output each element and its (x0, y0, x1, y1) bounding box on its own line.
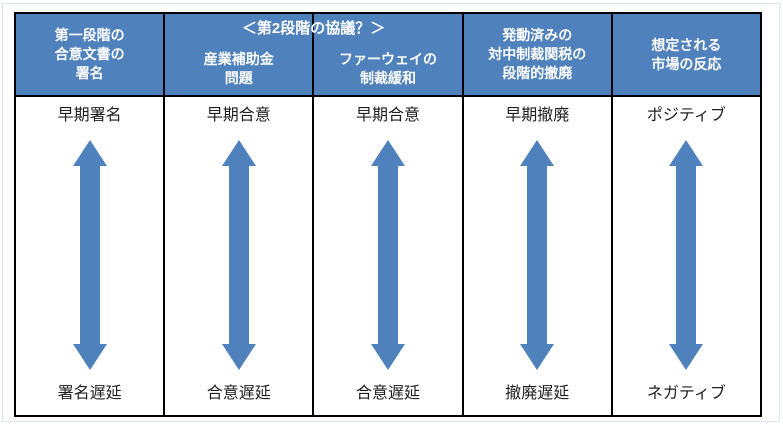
header-label: ファーウェイの 制裁緩和 (339, 51, 437, 86)
bottom-outcome-label: 合意遅延 (356, 385, 421, 402)
column-huawei-sanctions: 早期合意 合意遅延 (312, 97, 462, 415)
header-label: 発動済みの 対中制裁関税の 段階的撤廃 (488, 27, 587, 81)
double-arrow-icon (520, 126, 555, 384)
header-label: 産業補助金 問題 (203, 51, 274, 86)
bottom-outcome-label: 署名遅延 (57, 385, 122, 402)
bottom-outcome-label: ネガティブ (646, 385, 726, 402)
header-tariff-removal: 発動済みの 対中制裁関税の 段階的撤廃 (461, 14, 611, 95)
column-tariff-removal: 早期撤廃 撤廃遅延 (461, 97, 611, 415)
header-label: 想定される 市場の反応 (651, 36, 722, 72)
phase2-group-title: ＜第2段階の協議？＞ (241, 20, 386, 37)
top-outcome-label: 早期署名 (57, 107, 122, 124)
top-outcome-label: 早期撤廃 (505, 107, 570, 124)
double-arrow-icon (221, 126, 256, 384)
top-outcome-label: 早期合意 (206, 107, 271, 124)
bottom-outcome-label: 撤廃遅延 (505, 385, 570, 402)
header-market-reaction: 想定される 市場の反応 (610, 14, 760, 95)
header-huawei-sanctions: ファーウェイの 制裁緩和 (312, 14, 461, 95)
column-phase1-signing: 早期署名 署名遅延 (16, 97, 164, 415)
double-arrow-icon (72, 126, 107, 384)
body-row: 早期署名 署名遅延 早期合意 合意遅延 早期合意 (16, 97, 761, 415)
header-label: 第一段階の 合意文書の 署名 (54, 27, 125, 81)
header-phase1-signing: 第一段階の 合意文書の 署名 (16, 14, 163, 95)
double-arrow-icon (669, 126, 704, 384)
bottom-outcome-label: 合意遅延 (206, 385, 271, 402)
column-industrial-subsidies: 早期合意 合意遅延 (163, 97, 313, 415)
scenario-table: ＜第2段階の協議？＞ 第一段階の 合意文書の 署名 産業補助金 問題 ファーウェ… (14, 12, 762, 417)
top-outcome-label: ポジティブ (646, 107, 726, 124)
top-outcome-label: 早期合意 (356, 107, 421, 124)
header-row: ＜第2段階の協議？＞ 第一段階の 合意文書の 署名 産業補助金 問題 ファーウェ… (16, 14, 760, 97)
double-arrow-icon (371, 126, 405, 384)
header-industrial-subsidies: 産業補助金 問題 (163, 14, 312, 95)
column-market-reaction: ポジティブ ネガティブ (610, 97, 761, 415)
